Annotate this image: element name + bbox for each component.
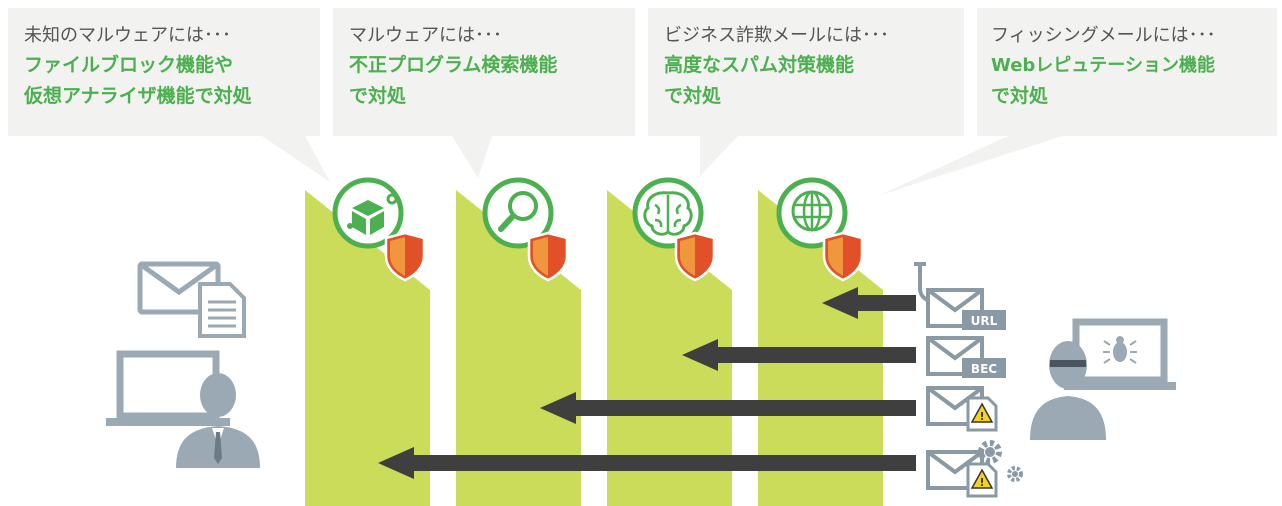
gear-icon	[978, 440, 1023, 482]
bubble-2-line2: で対処	[349, 85, 407, 107]
bubble-3-intro: ビジネス詐欺メールには･･･	[664, 25, 889, 46]
defense-bubble-1: 未知のマルウェアには･･･ ファイルブロック機能や 仮想アナライザ機能で対処	[8, 8, 320, 136]
arrow-unknown-malware	[378, 447, 916, 479]
mail-document-icon	[137, 261, 246, 338]
bubble-2-intro: マルウェアには･･･	[349, 25, 502, 46]
bubble-2-line1: 不正プログラム検索機能	[349, 54, 558, 76]
arrow-url	[822, 287, 916, 319]
bubble-1-intro: 未知のマルウェアには･･･	[24, 25, 231, 46]
shield-icon-4	[822, 231, 864, 282]
user-icon	[176, 373, 260, 468]
defense-bubble-2: マルウェアには･･･ 不正プログラム検索機能 で対処	[333, 8, 635, 136]
shield-icon-1	[384, 231, 426, 282]
bubble-4-line2: で対処	[991, 85, 1049, 107]
svg-text:!: !	[979, 410, 984, 423]
cube-gears-icon	[332, 177, 404, 249]
unknown-malware-mail-icon: !	[926, 450, 998, 498]
bubble-3-line1: 高度なスパム対策機能	[664, 54, 855, 76]
bubble-1-line2: 仮想アナライザ機能で対処	[24, 85, 252, 107]
malware-mail-icon: !	[926, 386, 998, 432]
shield-icon-2	[527, 231, 569, 282]
threat-label-bec: BEC	[971, 362, 997, 376]
phishing-mail-icon	[926, 288, 1006, 330]
bubble-3-line2: で対処	[664, 85, 722, 107]
arrow-malware	[540, 392, 916, 424]
threat-label-url: URL	[971, 314, 998, 328]
bubble-1-line1: ファイルブロック機能や	[24, 54, 234, 76]
defense-bubble-3: ビジネス詐欺メールには･･･ 高度なスパム対策機能 で対処	[648, 8, 964, 136]
bubble-4-intro: フィッシングメールには･･･	[991, 25, 1216, 46]
bubble-tail-3	[700, 136, 738, 176]
infected-laptop-icon	[1064, 318, 1176, 390]
bubble-tail-1	[262, 136, 330, 182]
arrow-bec	[682, 339, 916, 371]
attacker-icon	[1030, 341, 1106, 440]
bubble-4-line1: Webレピュテーション機能	[991, 55, 1215, 76]
bubble-tail-2	[452, 136, 492, 178]
bubble-tail-4	[878, 136, 1062, 196]
bug-icon	[1103, 336, 1137, 364]
svg-text:!: !	[979, 476, 984, 489]
defense-bubble-4: フィッシングメールには･･･ Webレピュテーション機能 で対処	[977, 8, 1277, 136]
brain-icon	[632, 177, 704, 249]
globe-icon	[776, 177, 848, 249]
magnifier-icon	[482, 177, 554, 249]
bec-mail-icon	[926, 336, 1006, 378]
shield-icon-3	[674, 231, 716, 282]
